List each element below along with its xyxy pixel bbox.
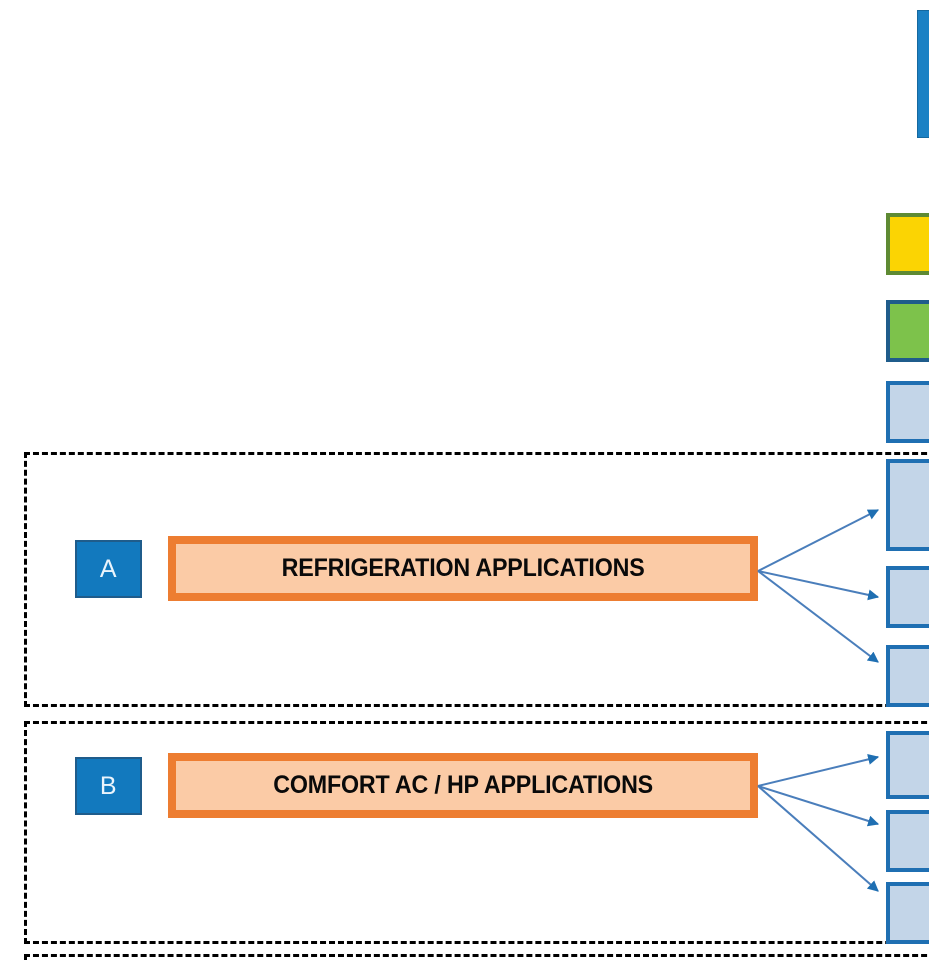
- category-bar-comfort-ac-hp[interactable]: COMFORT AC / HP APPLICATIONS: [168, 753, 758, 818]
- legend-box-yellow[interactable]: [886, 213, 929, 275]
- group-container-c-partial: [24, 954, 929, 961]
- category-bar-comfort-ac-hp-label: COMFORT AC / HP APPLICATIONS: [273, 771, 653, 799]
- group-badge-a[interactable]: A: [75, 540, 142, 598]
- legend-box-green[interactable]: [886, 300, 929, 362]
- branch-box-b-3[interactable]: [886, 882, 929, 944]
- branch-box-a-2[interactable]: [886, 566, 929, 628]
- legend-box-lightblue[interactable]: [886, 381, 929, 443]
- branch-box-b-1[interactable]: [886, 731, 929, 799]
- group-container-b: [24, 721, 929, 944]
- branch-box-a-1[interactable]: [886, 459, 929, 551]
- group-container-a: [24, 452, 929, 707]
- category-bar-refrigeration[interactable]: REFRIGERATION APPLICATIONS: [168, 536, 758, 601]
- category-bar-refrigeration-label: REFRIGERATION APPLICATIONS: [281, 554, 645, 582]
- group-badge-b[interactable]: B: [75, 757, 142, 815]
- branch-box-a-3[interactable]: [886, 645, 929, 707]
- branch-box-b-2[interactable]: [886, 810, 929, 872]
- group-badge-a-label: A: [99, 554, 118, 583]
- group-badge-b-label: B: [99, 771, 118, 800]
- legend-blue-bar-top[interactable]: [917, 10, 929, 138]
